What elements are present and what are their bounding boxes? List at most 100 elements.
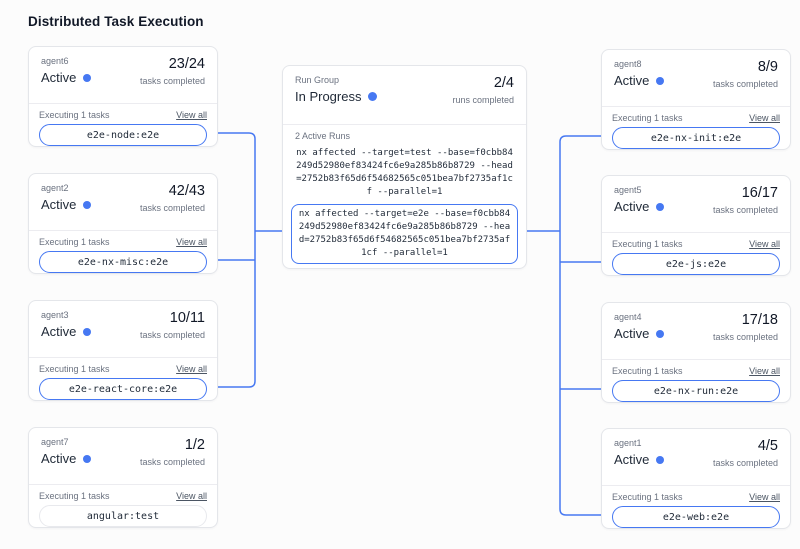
view-all-link[interactable]: View all: [749, 492, 780, 502]
agent-status: Active: [614, 326, 650, 341]
status-dot-icon: [656, 76, 665, 85]
agent-card-agent7: agent7 Active 1/2 tasks completed Execut…: [28, 427, 218, 528]
task-pill[interactable]: e2e-nx-run:e2e: [612, 380, 780, 402]
agent-card-agent6: agent6 Active 23/24 tasks completed Exec…: [28, 46, 218, 147]
agent-name: agent6: [41, 56, 69, 66]
tasks-count: 4/5: [757, 438, 778, 454]
agent-card-footer: Executing 1 tasks View all angular:test: [29, 484, 217, 527]
task-pill[interactable]: e2e-node:e2e: [39, 124, 207, 146]
executing-label: Executing 1 tasks: [612, 492, 683, 502]
agent-name: agent2: [41, 183, 69, 193]
agent-card-header: agent3 Active 10/11 tasks completed: [29, 301, 217, 357]
agent-card-agent2: agent2 Active 42/43 tasks completed Exec…: [28, 173, 218, 274]
agent-status: Active: [41, 197, 77, 212]
tasks-count-label: tasks completed: [139, 203, 205, 213]
executing-label: Executing 1 tasks: [612, 113, 683, 123]
agent-name: agent1: [614, 438, 642, 448]
agent-card-header: agent8 Active 8/9 tasks completed: [602, 50, 790, 106]
agent-name: agent3: [41, 310, 69, 320]
tasks-count-label: tasks completed: [712, 205, 778, 215]
agent-card-header: agent4 Active 17/18 tasks completed: [602, 303, 790, 359]
status-dot-icon: [368, 92, 378, 101]
agent-card-footer: Executing 1 tasks View all e2e-nx-init:e…: [602, 106, 790, 149]
executing-label: Executing 1 tasks: [612, 366, 683, 376]
status-dot-icon: [83, 454, 92, 463]
tasks-count-label: tasks completed: [139, 457, 205, 467]
tasks-count: 42/43: [168, 183, 205, 199]
tasks-count-label: tasks completed: [712, 458, 778, 468]
task-pill[interactable]: e2e-nx-misc:e2e: [39, 251, 207, 273]
agent-card-agent1: agent1 Active 4/5 tasks completed Execut…: [601, 428, 791, 529]
status-dot-icon: [83, 327, 92, 336]
tasks-count: 23/24: [168, 56, 205, 72]
task-pill[interactable]: e2e-react-core:e2e: [39, 378, 207, 400]
run-group-card: Run Group In Progress 2/4 runs completed…: [282, 65, 527, 269]
agent-name: agent8: [614, 59, 642, 69]
status-dot-icon: [656, 202, 665, 211]
run-group-status: In Progress: [295, 89, 362, 104]
view-all-link[interactable]: View all: [749, 239, 780, 249]
view-all-link[interactable]: View all: [749, 366, 780, 376]
tasks-count: 1/2: [184, 437, 205, 453]
agent-status: Active: [41, 70, 77, 85]
agent-name: agent7: [41, 437, 69, 447]
agent-card-footer: Executing 1 tasks View all e2e-nx-run:e2…: [602, 359, 790, 402]
task-pill[interactable]: e2e-js:e2e: [612, 253, 780, 275]
agent-card-header: agent2 Active 42/43 tasks completed: [29, 174, 217, 230]
agent-card-agent8: agent8 Active 8/9 tasks completed Execut…: [601, 49, 791, 150]
active-runs-section: 2 Active Runs nx affected --target=test …: [283, 124, 526, 264]
run-command-highlighted[interactable]: nx affected --target=e2e --base=f0cbb842…: [291, 204, 518, 264]
tasks-count: 16/17: [741, 185, 778, 201]
run-command[interactable]: nx affected --target=test --base=f0cbb84…: [296, 148, 513, 197]
agent-card-footer: Executing 1 tasks View all e2e-react-cor…: [29, 357, 217, 400]
status-dot-icon: [83, 73, 92, 82]
active-runs-label: 2 Active Runs: [295, 131, 351, 141]
agent-card-header: agent1 Active 4/5 tasks completed: [602, 429, 790, 485]
view-all-link[interactable]: View all: [749, 113, 780, 123]
executing-label: Executing 1 tasks: [39, 364, 110, 374]
agent-status: Active: [41, 324, 77, 339]
run-group-header: Run Group In Progress 2/4 runs completed: [283, 66, 526, 124]
agent-status: Active: [614, 452, 650, 467]
task-pill[interactable]: angular:test: [39, 505, 207, 527]
tasks-count-label: tasks completed: [139, 330, 205, 340]
status-dot-icon: [656, 329, 665, 338]
status-dot-icon: [656, 455, 665, 464]
executing-label: Executing 1 tasks: [612, 239, 683, 249]
agent-card-agent3: agent3 Active 10/11 tasks completed Exec…: [28, 300, 218, 401]
agent-card-agent5: agent5 Active 16/17 tasks completed Exec…: [601, 175, 791, 276]
task-pill[interactable]: e2e-nx-init:e2e: [612, 127, 780, 149]
agent-status: Active: [614, 199, 650, 214]
tasks-count: 8/9: [757, 59, 778, 75]
agent-card-header: agent6 Active 23/24 tasks completed: [29, 47, 217, 103]
view-all-link[interactable]: View all: [176, 237, 207, 247]
tasks-count-label: tasks completed: [712, 79, 778, 89]
runs-count-label: runs completed: [452, 95, 514, 105]
agent-card-footer: Executing 1 tasks View all e2e-nx-misc:e…: [29, 230, 217, 273]
view-all-link[interactable]: View all: [176, 364, 207, 374]
view-all-link[interactable]: View all: [176, 110, 207, 120]
agent-card-header: agent7 Active 1/2 tasks completed: [29, 428, 217, 484]
agent-status: Active: [614, 73, 650, 88]
agent-card-footer: Executing 1 tasks View all e2e-node:e2e: [29, 103, 217, 146]
page-title: Distributed Task Execution: [28, 14, 204, 29]
agent-name: agent4: [614, 312, 642, 322]
tasks-count: 10/11: [169, 310, 205, 326]
tasks-count-label: tasks completed: [712, 332, 778, 342]
agent-card-header: agent5 Active 16/17 tasks completed: [602, 176, 790, 232]
executing-label: Executing 1 tasks: [39, 491, 110, 501]
agent-card-agent4: agent4 Active 17/18 tasks completed Exec…: [601, 302, 791, 403]
task-pill[interactable]: e2e-web:e2e: [612, 506, 780, 528]
agent-name: agent5: [614, 185, 642, 195]
agent-card-footer: Executing 1 tasks View all e2e-js:e2e: [602, 232, 790, 275]
tasks-count-label: tasks completed: [139, 76, 205, 86]
agent-status: Active: [41, 451, 77, 466]
executing-label: Executing 1 tasks: [39, 110, 110, 120]
run-group-label: Run Group: [295, 75, 340, 85]
runs-count: 2/4: [493, 75, 514, 91]
executing-label: Executing 1 tasks: [39, 237, 110, 247]
view-all-link[interactable]: View all: [176, 491, 207, 501]
status-dot-icon: [83, 200, 92, 209]
agent-card-footer: Executing 1 tasks View all e2e-web:e2e: [602, 485, 790, 528]
tasks-count: 17/18: [741, 312, 778, 328]
